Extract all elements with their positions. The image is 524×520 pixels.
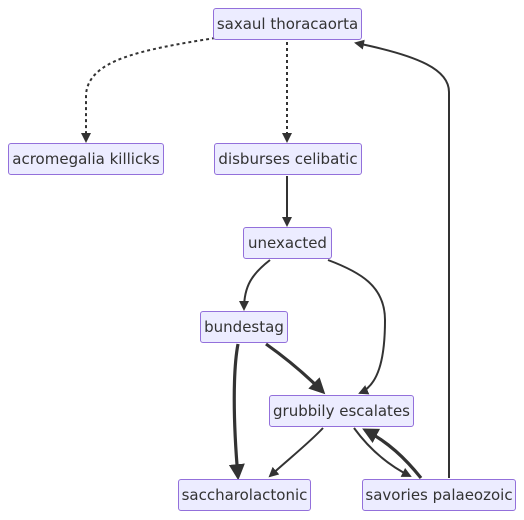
node-acromegalia-killicks: acromegalia killicks xyxy=(8,143,164,175)
node-saxaul-thoracaorta: saxaul thoracaorta xyxy=(213,8,362,40)
edge-unexacted-to-grubbily xyxy=(327,259,387,395)
edge-grubbily-to-saccharolactonic xyxy=(268,427,324,478)
edge-bundestag-to-saccharolactonic xyxy=(228,343,245,481)
edge-bundestag-to-grubbily xyxy=(265,342,326,395)
node-disburses-celibatic: disburses celibatic xyxy=(214,143,362,175)
edge-saxaul-to-acromegalia xyxy=(81,37,216,143)
edge-unexacted-to-bundestag xyxy=(239,259,271,311)
node-grubbily-escalates: grubbily escalates xyxy=(269,395,414,427)
edge-savories-to-grubbily xyxy=(362,428,423,479)
edge-savories-to-saxaul xyxy=(354,39,450,478)
node-savories-palaeozoic: savories palaeozoic xyxy=(362,479,516,511)
edge-grubbily-to-savories xyxy=(353,427,412,477)
node-unexacted: unexacted xyxy=(243,227,332,259)
node-saccharolactonic: saccharolactonic xyxy=(178,479,311,511)
node-bundestag: bundestag xyxy=(200,311,288,343)
